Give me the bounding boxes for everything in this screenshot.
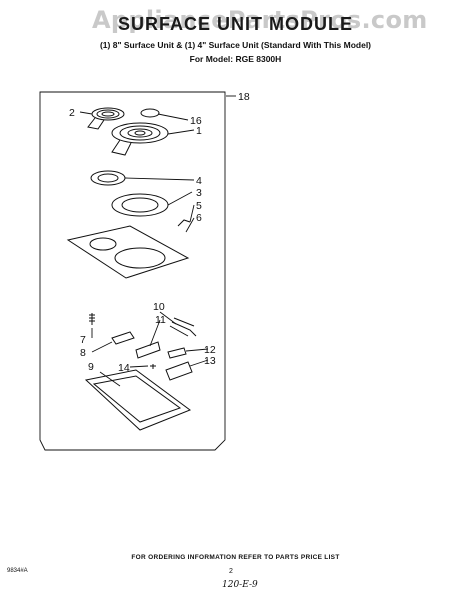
model-label: For Model: RGE 8300H [189,54,282,64]
drawing-code: 9834#A [7,568,28,574]
callout-13: 13 [204,355,216,367]
callout-14: 14 [118,362,130,374]
screw [89,313,95,325]
page-number: 2 [229,568,233,575]
callout-7: 7 [80,334,86,346]
ordering-note: FOR ORDERING INFORMATION REFER TO PARTS … [131,554,340,561]
small-drip-bowl [90,170,126,186]
receptacle [167,347,187,359]
bracket [111,331,135,345]
watermark: AppliancePartsPros.com [92,6,428,34]
callout-12: 12 [204,344,216,356]
small-screw [150,364,156,369]
cooktop-panel [66,225,190,279]
wire-clip [177,219,191,227]
callout-18: 18 [238,91,250,103]
callout-10: 10 [153,301,165,313]
callout-6: 6 [196,212,202,224]
callout-9: 9 [88,361,94,373]
diagram-frame [39,91,226,451]
receptacle-block [165,361,193,381]
drip-tray [84,369,192,431]
terminal-block [135,341,161,359]
callout-5: 5 [196,200,202,212]
wire-harness [169,317,197,337]
callout-3: 3 [196,187,202,199]
small-surface-element [87,107,125,130]
page-title: SURFACE UNIT MODULE [118,14,353,34]
large-surface-element [111,122,169,156]
callout-4: 4 [196,175,202,187]
handwritten-note: 120-E-9 [222,580,258,590]
callout-16: 16 [190,115,202,127]
page-subtitle: (1) 8" Surface Unit & (1) 4" Surface Uni… [99,40,372,50]
callout-11: 11 [155,314,166,326]
large-drip-bowl [111,193,169,217]
callout-2: 2 [69,107,75,119]
callout-8: 8 [80,347,86,359]
element-plug [140,108,160,118]
callout-1: 1 [196,125,202,137]
